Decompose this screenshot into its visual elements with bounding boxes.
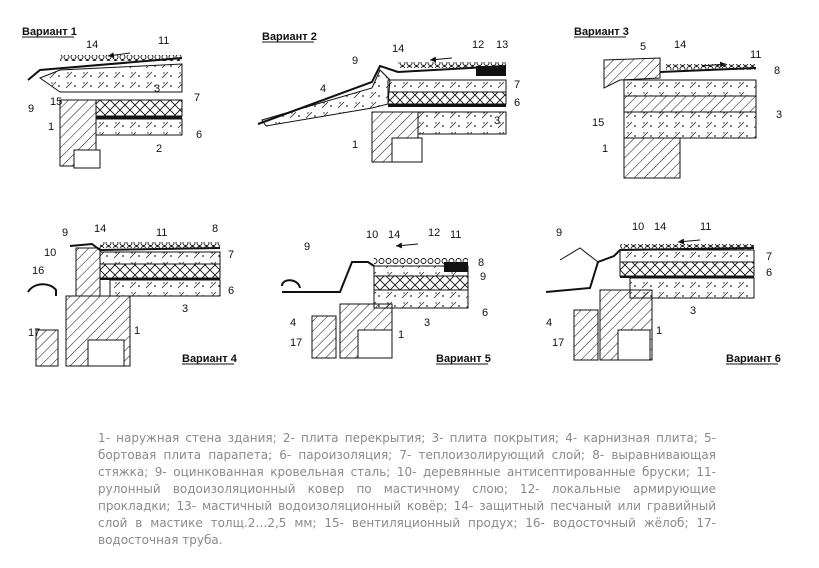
variant-5-detail: 9 10 14 12 11 8 9 6 4 3 17 1 Вариант 5 bbox=[281, 227, 491, 365]
variant-1-title: Вариант 1 bbox=[22, 26, 77, 38]
variant-6-label: 9 bbox=[556, 227, 562, 239]
variant-2-label: 7 bbox=[514, 79, 520, 91]
variant-2-label: 6 bbox=[514, 97, 520, 109]
variant-2-label: 3 bbox=[494, 115, 500, 127]
variant-6-label: 10 bbox=[632, 221, 644, 233]
variant-3-label: 3 bbox=[776, 109, 782, 121]
variant-4-detail: 9 14 11 8 10 7 16 6 3 17 1 Вариант 4 bbox=[27, 223, 238, 367]
variant-5-title: Вариант 5 bbox=[436, 353, 491, 365]
variant-4-label: 9 bbox=[62, 227, 68, 239]
variant-1-label: 15 bbox=[50, 96, 62, 108]
variant-2-label: 14 bbox=[392, 43, 404, 55]
variant-6-label: 11 bbox=[700, 221, 711, 233]
variant-3-parapet-plate bbox=[603, 57, 661, 89]
variant-3-label: 11 bbox=[750, 49, 761, 61]
variant-2-label: 9 bbox=[352, 55, 358, 67]
variant-1-label: 1 bbox=[48, 121, 54, 133]
variant-1-insulation bbox=[95, 99, 183, 117]
variant-5-label: 14 bbox=[388, 229, 400, 241]
variant-4-label: 17 bbox=[28, 327, 40, 339]
variant-6-label: 4 bbox=[546, 317, 552, 329]
variant-5-label: 11 bbox=[450, 229, 461, 241]
variant-2-label: 12 bbox=[472, 39, 484, 51]
variant-6-detail: 9 10 14 11 7 6 3 4 1 17 Вариант 6 bbox=[545, 221, 781, 365]
variant-4-title: Вариант 4 bbox=[182, 353, 238, 365]
variant-5-eaves-steel bbox=[282, 261, 375, 293]
variant-5-label: 8 bbox=[478, 257, 484, 269]
variant-1-label: 11 bbox=[158, 35, 169, 47]
variant-5-label: 3 bbox=[424, 317, 430, 329]
variant-6-label: 14 bbox=[654, 221, 666, 233]
variant-1-label: 3 bbox=[154, 83, 160, 95]
roof-eaves-details-figure: Вариант 1 14 11 3 7 6 2 1 15 9 Вариант 2 bbox=[22, 26, 782, 367]
variant-5-label: 10 bbox=[366, 229, 378, 241]
legend-caption: 1- наружная стена здания; 2- плита перек… bbox=[98, 431, 716, 547]
variant-2-detail: Вариант 2 12 13 14 9 4 7 6 3 1 bbox=[257, 31, 520, 163]
variant-2-label: 4 bbox=[320, 83, 326, 95]
variant-6-roof-slab bbox=[629, 277, 755, 299]
variant-4-downpipe bbox=[35, 329, 59, 367]
variant-5-label: 9 bbox=[480, 271, 486, 283]
variant-2-eaves-plate bbox=[261, 69, 391, 127]
variant-1-detail: Вариант 1 14 11 3 7 6 2 1 15 9 bbox=[22, 26, 202, 169]
variant-1-floor-slab bbox=[95, 118, 183, 136]
variant-4-roof-slab bbox=[109, 279, 221, 297]
variant-4-label: 6 bbox=[228, 285, 234, 297]
variant-4-label: 16 bbox=[32, 265, 44, 277]
variant-5-label: 4 bbox=[290, 317, 296, 329]
variant-3-screed bbox=[623, 79, 757, 97]
variant-3-label: 8 bbox=[774, 65, 780, 77]
variant-1-gravel bbox=[60, 55, 182, 61]
variant-1-roof-slab bbox=[38, 63, 183, 93]
variant-1-label: 7 bbox=[194, 92, 200, 104]
variant-4-wood-bars bbox=[75, 247, 101, 297]
variant-5-label: 9 bbox=[304, 241, 310, 253]
variant-6-label: 1 bbox=[656, 325, 662, 337]
variant-5-roof-slab bbox=[373, 289, 469, 309]
variant-2-title: Вариант 2 bbox=[262, 31, 317, 43]
variant-3-wall bbox=[623, 137, 681, 179]
variant-3-label: 1 bbox=[602, 143, 608, 155]
variant-4-label: 8 bbox=[212, 223, 218, 235]
variant-1-label: 9 bbox=[28, 103, 34, 115]
variant-2-label: 13 bbox=[496, 39, 508, 51]
variant-4-label: 1 bbox=[134, 325, 140, 337]
variant-4-label: 3 bbox=[182, 303, 188, 315]
variant-1-label: 6 bbox=[196, 129, 202, 141]
variant-6-label: 6 bbox=[766, 267, 772, 279]
variant-1-label: 14 bbox=[86, 39, 98, 51]
variant-4-label: 7 bbox=[228, 249, 234, 261]
variant-4-label: 11 bbox=[156, 227, 167, 239]
variant-3-label: 15 bbox=[592, 117, 604, 129]
variant-4-screed bbox=[99, 251, 221, 265]
variant-5-label: 6 bbox=[482, 307, 488, 319]
variant-6-label: 17 bbox=[552, 337, 564, 349]
variant-2-roof-slab bbox=[417, 111, 507, 135]
variant-3-roof-slab bbox=[623, 111, 757, 139]
variant-2-label: 1 bbox=[352, 139, 358, 151]
variant-5-label: 1 bbox=[398, 329, 404, 341]
variant-2-insulation bbox=[387, 91, 507, 105]
variant-5-label: 17 bbox=[290, 337, 302, 349]
variant-5-label: 12 bbox=[428, 227, 440, 239]
variant-3-label: 14 bbox=[674, 39, 686, 51]
variant-6-title: Вариант 6 bbox=[726, 353, 781, 365]
variant-3-detail: Вариант 3 5 14 11 8 3 15 1 bbox=[574, 26, 782, 179]
variant-3-label: 5 bbox=[640, 41, 646, 53]
variant-5-downpipe bbox=[311, 315, 337, 359]
variant-4-label: 14 bbox=[94, 223, 106, 235]
variant-6-label: 7 bbox=[766, 251, 772, 263]
variant-3-title: Вариант 3 bbox=[574, 26, 629, 38]
variant-6-downpipe bbox=[573, 309, 599, 361]
variant-6-label: 3 bbox=[690, 305, 696, 317]
variant-4-label: 10 bbox=[44, 247, 56, 259]
variant-4-gutter bbox=[27, 283, 57, 296]
variant-1-label: 2 bbox=[156, 143, 162, 155]
